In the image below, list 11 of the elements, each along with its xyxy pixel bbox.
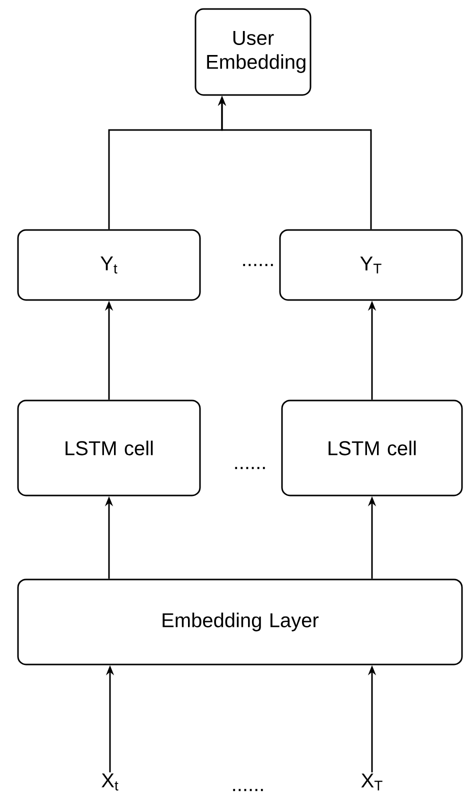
input-label: X$_{T}$: [361, 774, 382, 790]
process-box: User Embedding: [194, 8, 312, 96]
process-box: Y$_{t}$: [17, 229, 201, 301]
process-box: Embedding Layer: [17, 578, 463, 666]
process-box: LSTM cell: [281, 400, 463, 496]
ellipsis: ......: [235, 466, 265, 470]
process-box: LSTM cell: [17, 400, 201, 496]
process-box: Y$_{T}$: [279, 229, 463, 301]
input-label: X$_{t}$: [102, 774, 118, 790]
ellipsis: ......: [233, 788, 263, 792]
ellipsis: ......: [243, 264, 273, 266]
